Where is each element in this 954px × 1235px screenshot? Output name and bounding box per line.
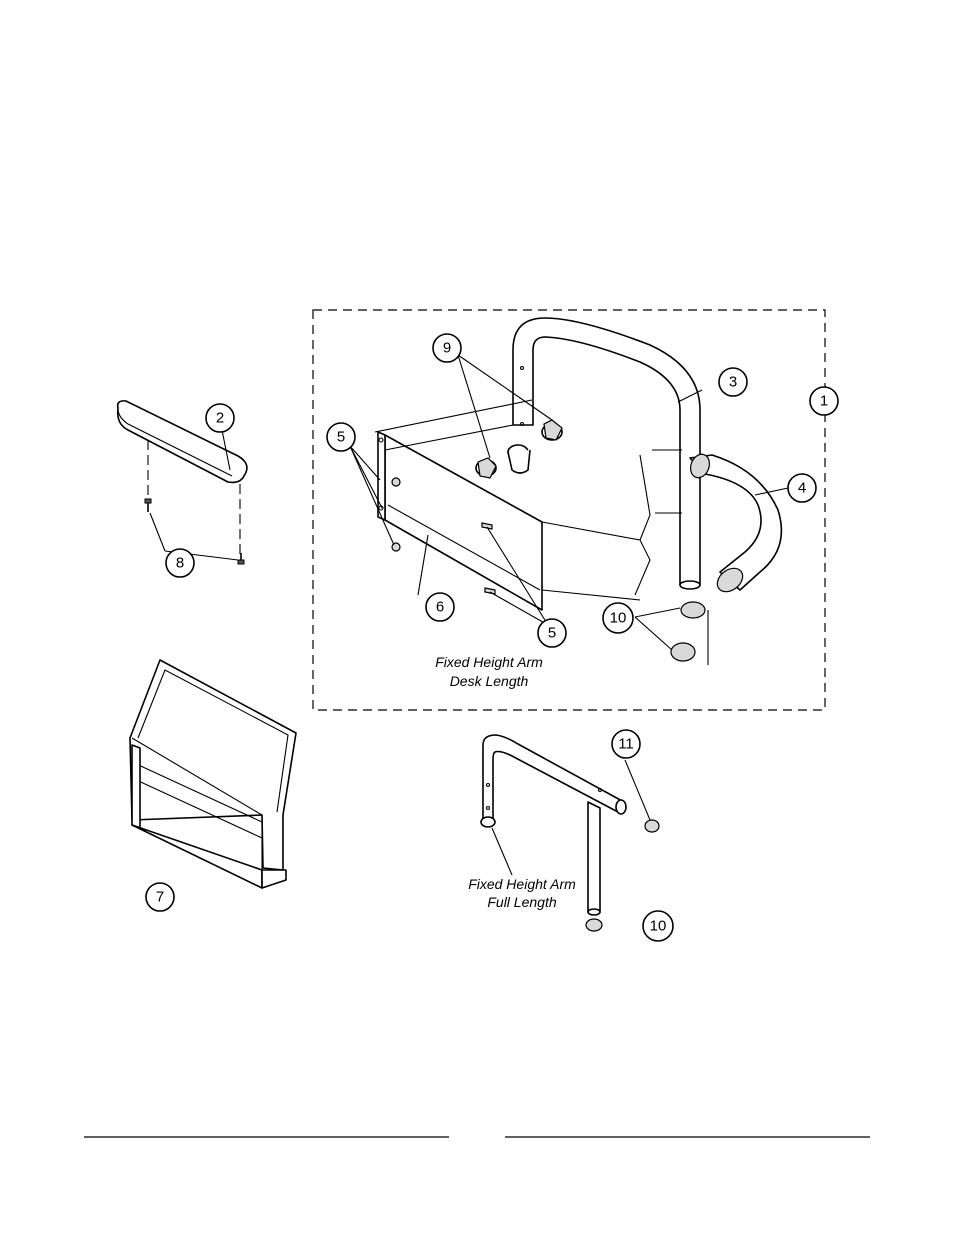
arm-frame-tube-part	[512, 317, 701, 590]
callout-10-desk-label: 10	[610, 610, 627, 627]
callout-4: 4	[787, 473, 817, 503]
caption-full-length-line2: Full Length	[487, 894, 556, 910]
callout-5-left-label: 5	[337, 429, 345, 446]
callout-1: 1	[809, 386, 839, 416]
arm-pad-part	[116, 400, 248, 555]
callout-2: 2	[205, 403, 235, 433]
callout-10-full: 10	[642, 910, 674, 942]
callout-2-label: 2	[216, 410, 224, 427]
caption-full-length-line1: Fixed Height Arm	[468, 876, 576, 892]
mounting-bracket-outline	[634, 454, 651, 596]
cap-part-10	[670, 601, 706, 662]
callout-3: 3	[718, 367, 748, 397]
assembly-frame	[312, 309, 826, 711]
callout-7: 7	[145, 882, 175, 912]
screw-part-8	[144, 498, 245, 565]
side-panel-part	[377, 431, 543, 611]
callout-9: 9	[432, 333, 462, 363]
caption-desk-length-line2: Desk Length	[450, 673, 529, 689]
callout-11: 11	[611, 729, 641, 759]
callout-6-label: 6	[436, 599, 444, 616]
callout-10-desk: 10	[602, 602, 634, 634]
callout-5-left: 5	[326, 422, 356, 452]
knob-part-9	[475, 419, 563, 479]
full-length-arm-part	[480, 734, 660, 932]
receiver-socket-part	[507, 444, 531, 474]
callout-7-label: 7	[156, 889, 164, 906]
callout-4-label: 4	[798, 480, 806, 497]
full-length-panel-part	[129, 659, 297, 889]
callout-8-label: 8	[176, 555, 184, 572]
callout-3-label: 3	[729, 374, 737, 391]
callout-8: 8	[165, 548, 195, 578]
callout-11-label: 11	[618, 736, 634, 753]
caption-desk-length-line1: Fixed Height Arm	[435, 654, 543, 670]
leader-lines-desk	[149, 354, 789, 651]
callout-6: 6	[425, 592, 455, 622]
bend-tube-part	[689, 453, 783, 593]
callout-1-label: 1	[820, 393, 828, 410]
callout-5-right: 5	[537, 618, 567, 648]
callout-10-full-label: 10	[650, 918, 667, 935]
callout-9-label: 9	[443, 340, 451, 357]
callout-5-right-label: 5	[548, 625, 556, 642]
screw-part-5	[391, 477, 496, 595]
